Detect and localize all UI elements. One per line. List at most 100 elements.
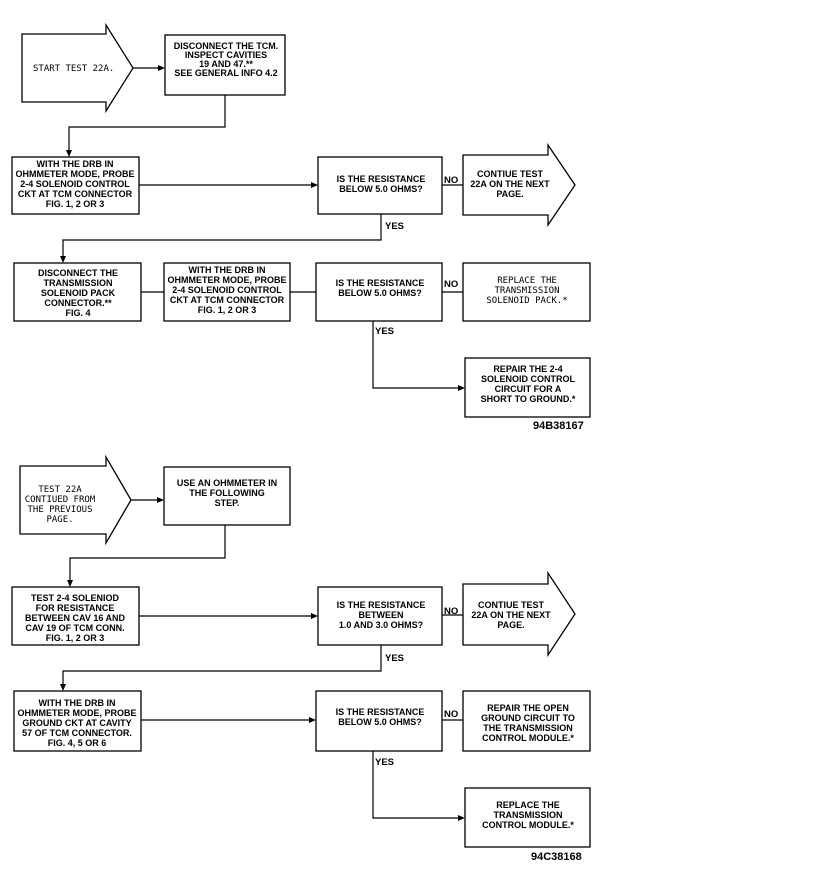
connector bbox=[372, 751, 460, 819]
arrowhead bbox=[157, 497, 164, 503]
text-line: CKT AT TCM CONNECTOR bbox=[170, 295, 285, 305]
yes-label: YES bbox=[375, 326, 394, 337]
text-line: OHMMETER MODE, PROBE bbox=[17, 708, 136, 718]
text-line: THE FOLLOWING bbox=[189, 488, 265, 498]
text-line: REPAIR THE 2-4 bbox=[493, 364, 562, 374]
text-line: 19 AND 47.** bbox=[199, 59, 253, 69]
probe-ground-box bbox=[13, 690, 142, 752]
text-line: FIG. 4, 5 OR 6 bbox=[48, 738, 107, 748]
text-line: 22A ON THE NEXT bbox=[470, 179, 550, 189]
arrowhead bbox=[311, 182, 318, 188]
yes-label: YES bbox=[385, 653, 404, 664]
figure-code-2: 94C38168 bbox=[531, 851, 582, 863]
text-line: 57 OF TCM CONNECTOR. bbox=[22, 728, 132, 738]
start-arrow-shape bbox=[21, 22, 134, 114]
connector bbox=[372, 321, 460, 389]
text-line: OHMMETER MODE, PROBE bbox=[167, 275, 286, 285]
repair-open-box bbox=[462, 690, 591, 752]
text-line: DISCONNECT THE bbox=[38, 268, 118, 278]
text-line: TRANSMISSION bbox=[43, 278, 112, 288]
text-line: OHMMETER MODE, PROBE bbox=[15, 169, 134, 179]
replace-pack-box bbox=[462, 262, 591, 322]
resistance-question-2-box bbox=[315, 262, 443, 322]
text-line: CONTROL MODULE.* bbox=[482, 820, 574, 830]
text-line: FIG. 1, 2 OR 3 bbox=[46, 633, 105, 643]
text-line: 1.0 AND 3.0 OHMS? bbox=[339, 620, 423, 630]
resistance-between-box bbox=[317, 586, 443, 646]
text-line: WITH THE DRB IN bbox=[37, 159, 114, 169]
text-line: FIG. 1, 2 OR 3 bbox=[46, 199, 105, 209]
figure-code-1: 94B38167 bbox=[533, 420, 584, 432]
disconnect-tcm-box bbox=[164, 34, 286, 96]
text-line: PAGE. bbox=[497, 620, 524, 630]
text-line: STEP. bbox=[215, 498, 240, 508]
resistance-question-3-box bbox=[315, 690, 443, 752]
text-line: GROUND CKT AT CAVITY bbox=[22, 718, 131, 728]
connector bbox=[69, 525, 226, 582]
text-line: THE TRANSMISSION bbox=[483, 723, 573, 733]
text-line: SOLENOID PACK.* bbox=[486, 296, 567, 306]
text-line: SOLENOID CONTROL bbox=[481, 374, 576, 384]
text-line: IS THE RESISTANCE bbox=[337, 174, 426, 184]
text-line: CIRCUIT FOR A bbox=[495, 384, 562, 394]
text-line: FOR RESISTANCE bbox=[36, 603, 115, 613]
text-line: TRANSMISSION bbox=[494, 286, 559, 296]
text-line: BELOW 5.0 OHMS? bbox=[338, 717, 422, 727]
arrowhead bbox=[67, 580, 73, 587]
text-line: FIG. 1, 2 OR 3 bbox=[198, 305, 257, 315]
text-line: IS THE RESISTANCE bbox=[336, 707, 425, 717]
continue-arrow-2-shape bbox=[462, 570, 576, 658]
repair-short-box bbox=[464, 357, 591, 418]
disconnect-pack-box bbox=[13, 262, 142, 322]
arrowhead bbox=[311, 613, 318, 619]
text-line: WITH THE DRB IN bbox=[39, 698, 116, 708]
probe-solenoid-b-box bbox=[163, 262, 291, 322]
start-arrow-2-shape bbox=[19, 454, 132, 546]
text-line: THE PREVIOUS bbox=[27, 505, 92, 515]
use-ohmmeter-box bbox=[163, 466, 291, 526]
text-line: CONTIUE TEST bbox=[477, 169, 544, 179]
text-line: CONNECTOR.** bbox=[44, 298, 112, 308]
text-line: SOLENOID PACK bbox=[41, 288, 116, 298]
probe-solenoid-box bbox=[11, 156, 140, 215]
text-line: REPAIR THE OPEN bbox=[487, 703, 569, 713]
no-label: NO bbox=[444, 175, 458, 186]
text-line: REPLACE THE bbox=[496, 800, 560, 810]
text-line: CONTIUED FROM bbox=[25, 495, 96, 505]
text-line: BETWEEN bbox=[359, 610, 404, 620]
text-line: BETWEEN CAV 16 AND bbox=[25, 613, 126, 623]
replace-tcm-box bbox=[464, 787, 591, 848]
text-line: BELOW 5.0 OHMS? bbox=[338, 288, 422, 298]
text-line: CAV 19 OF TCM CONN. bbox=[25, 623, 124, 633]
text-line: USE AN OHMMETER IN bbox=[177, 478, 277, 488]
arrowhead bbox=[60, 256, 66, 263]
yes-label: YES bbox=[375, 757, 394, 768]
text-line: BELOW 5.0 OHMS? bbox=[339, 184, 423, 194]
text-line: CONTIUE TEST bbox=[478, 600, 545, 610]
text-line: PAGE. bbox=[496, 189, 523, 199]
arrowhead bbox=[309, 717, 316, 723]
text-line: REPLACE THE bbox=[497, 276, 557, 286]
arrowhead bbox=[458, 815, 465, 821]
connector bbox=[62, 645, 382, 686]
text-line: DISCONNECT THE TCM. bbox=[174, 41, 279, 51]
text-line: 2-4 SOLENOID CONTROL bbox=[20, 179, 130, 189]
text-line: INSPECT CAVITIES bbox=[185, 50, 267, 60]
text-line: FIG. 4 bbox=[65, 308, 90, 318]
